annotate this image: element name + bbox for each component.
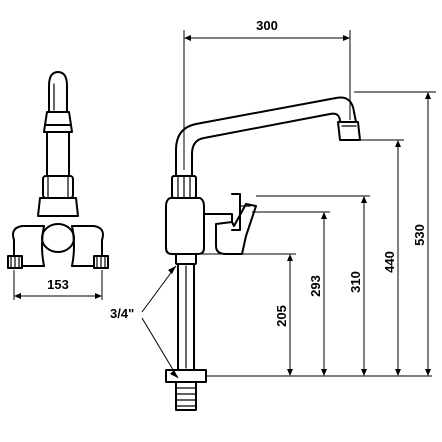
dimension-label-440: 440 (382, 251, 397, 273)
dimension-label-310: 310 (348, 271, 363, 293)
dimension-label-300: 300 (256, 18, 278, 33)
dimension-height-530: 530 (354, 91, 436, 376)
dimension-height-293: 293 (252, 211, 330, 376)
dimension-label-293: 293 (308, 275, 323, 297)
front-view-faucet (7, 71, 109, 269)
dimension-height-310: 310 (256, 195, 370, 376)
dimension-label-530: 530 (412, 224, 427, 246)
thread-size-callout: 3/4" (110, 265, 179, 379)
dimension-height-440: 440 (360, 139, 404, 376)
dimension-top-width: 300 (183, 18, 351, 170)
side-view-faucet (165, 96, 361, 411)
dimension-label-thread: 3/4" (110, 306, 134, 321)
dimension-height-205: 205 (198, 253, 296, 376)
dimension-label-205: 205 (274, 305, 289, 327)
dimension-label-153: 153 (47, 277, 69, 292)
dimension-front-width: 153 (13, 270, 103, 300)
